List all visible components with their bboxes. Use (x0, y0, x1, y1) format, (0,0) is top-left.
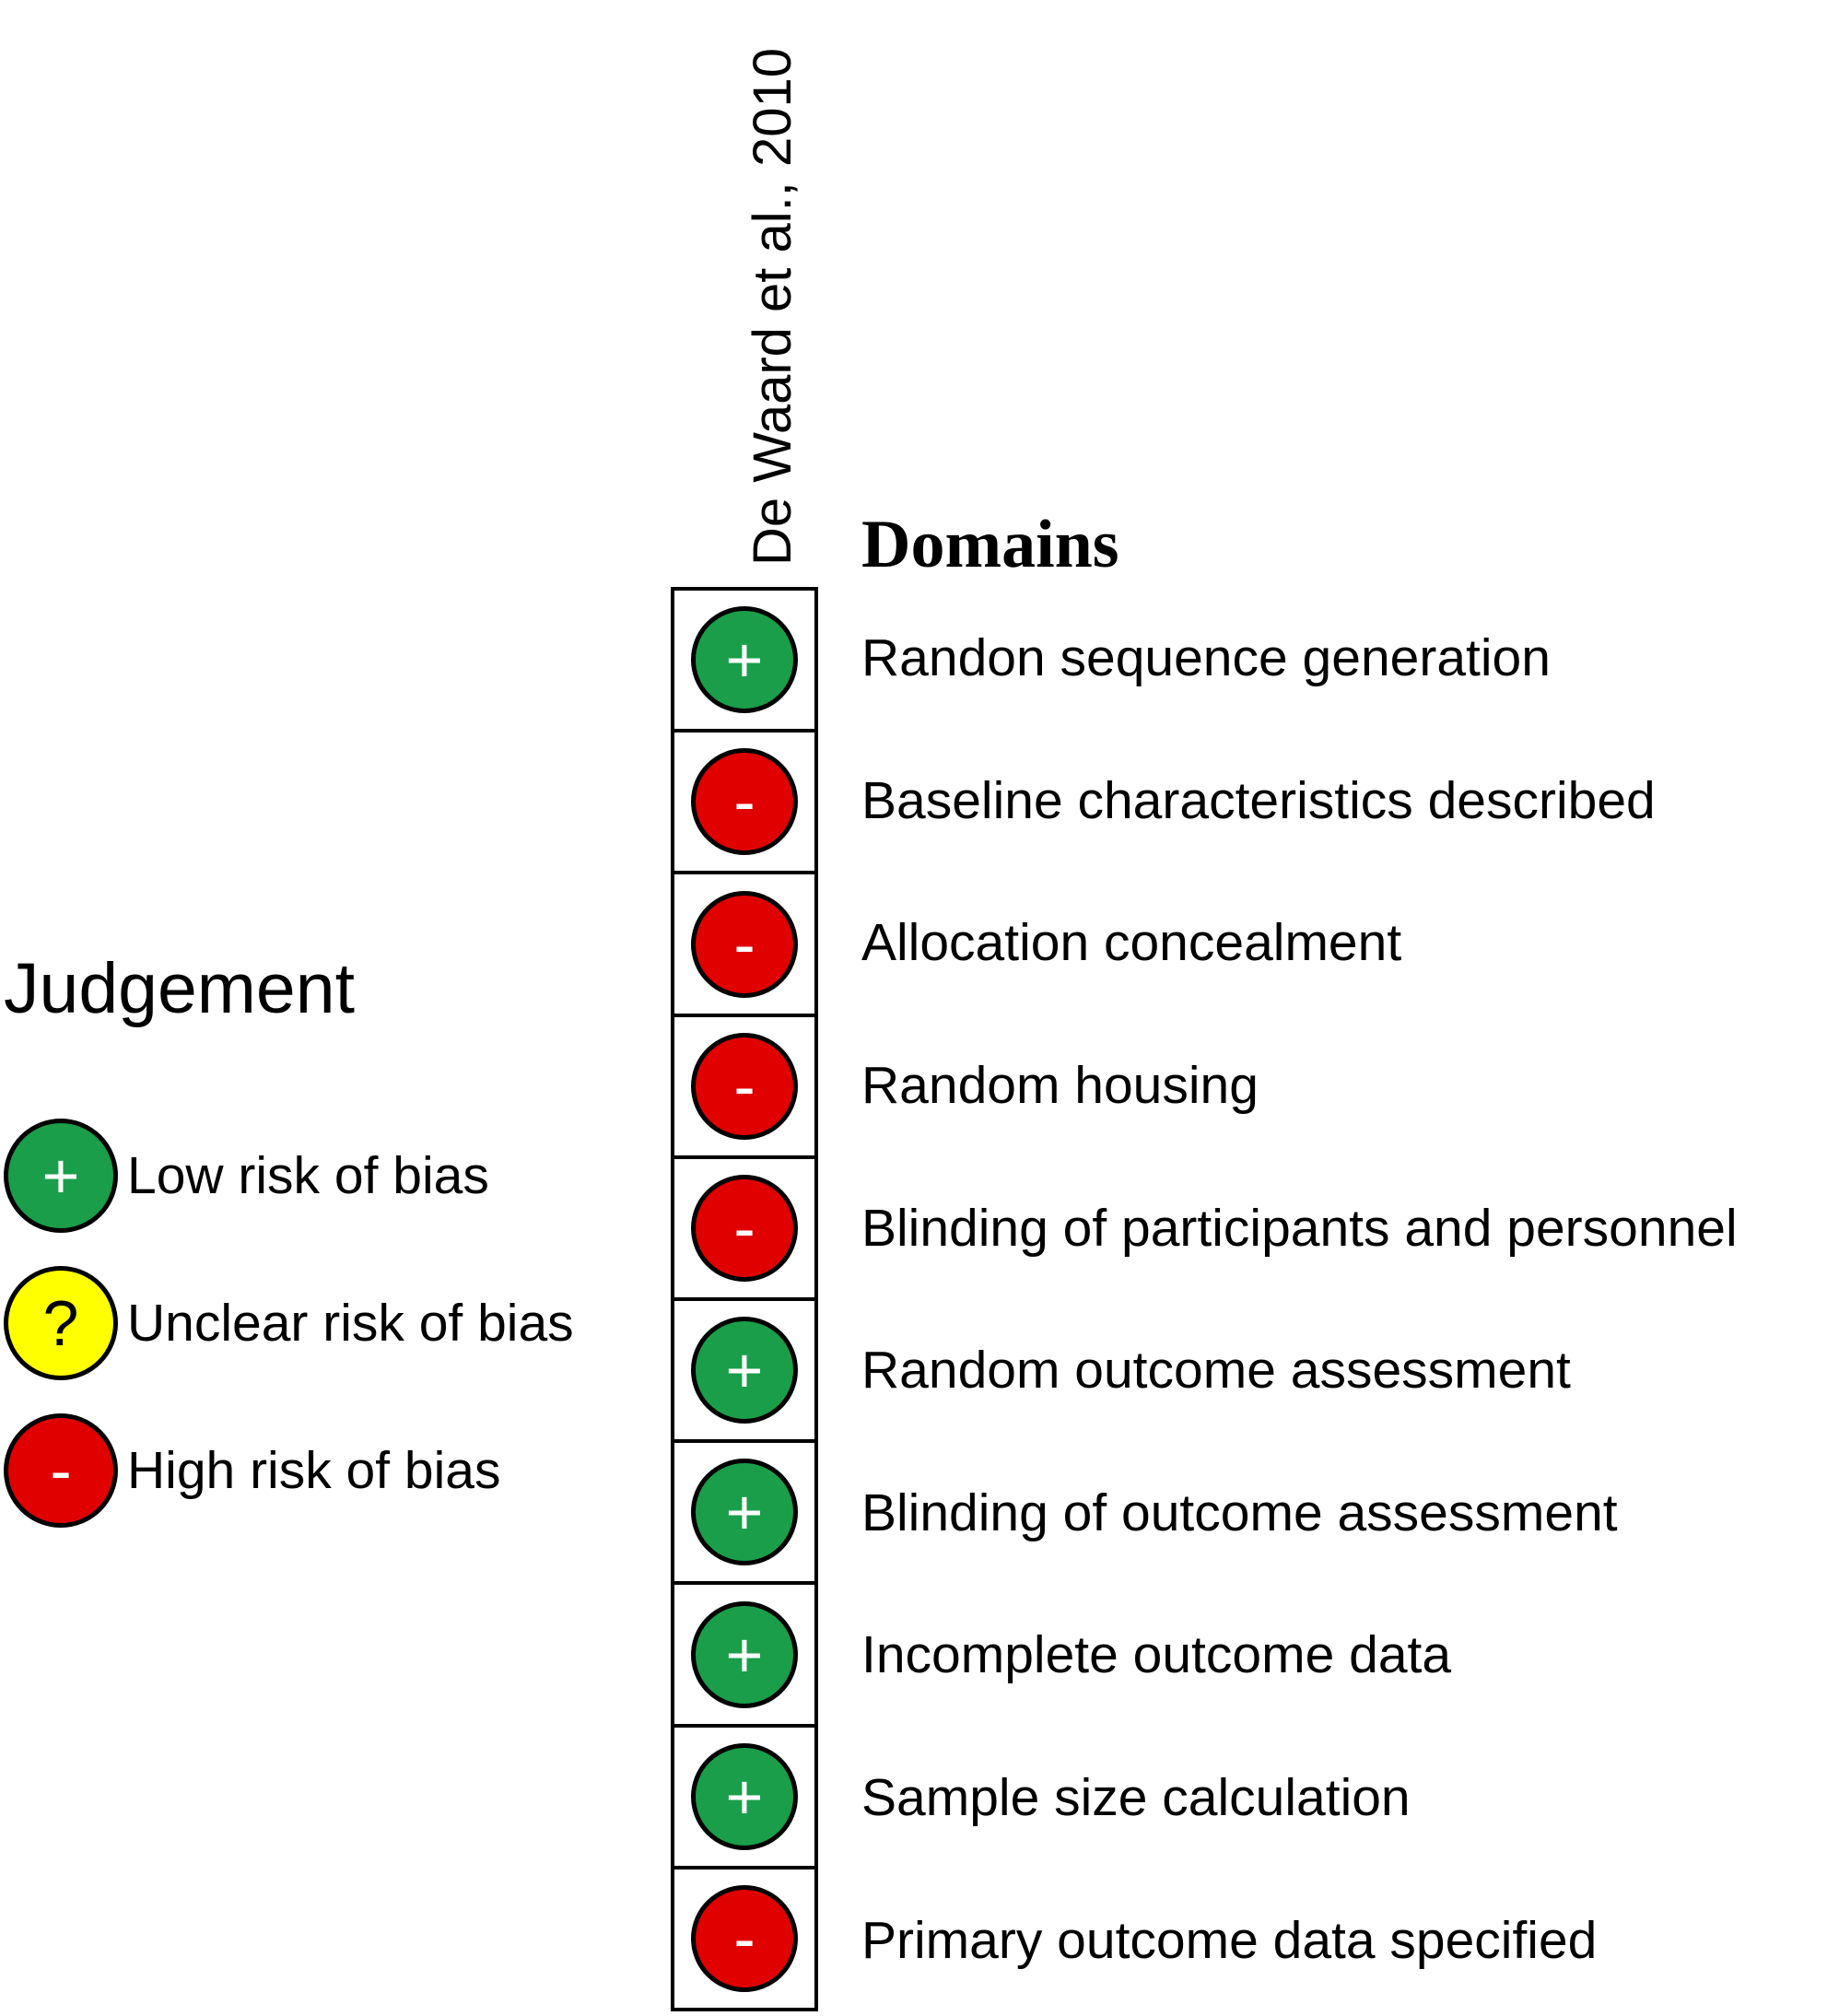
legend-item-unclear: ? Unclear risk of bias (4, 1249, 574, 1397)
grid-cell: - (674, 733, 814, 875)
legend-item-low: + Low risk of bias (4, 1102, 574, 1249)
domains-title: Domains (861, 507, 1119, 582)
grid-cell: + (674, 591, 814, 733)
legend-circle: - (4, 1413, 118, 1528)
legend-label: Unclear risk of bias (127, 1294, 574, 1353)
judgement-circle: + (691, 1317, 798, 1424)
grid-cell: + (674, 1443, 814, 1586)
study-label: De Waard et al., 2010 (743, 47, 802, 566)
grid-cell: - (674, 1159, 814, 1302)
domain-label: Primary outcome data specified (861, 1910, 1598, 1970)
legend-label: Low risk of bias (127, 1146, 489, 1205)
judgement-circle: - (691, 1884, 798, 1992)
judgement-circle: - (691, 1032, 798, 1140)
domain-label: Random outcome assessment (861, 1341, 1571, 1401)
grid-cell: - (674, 1869, 814, 2008)
domain-list: Randon sequence generation Baseline char… (861, 587, 1820, 2011)
grid-cell: + (674, 1301, 814, 1444)
domain-label: Incomplete outcome data (861, 1625, 1452, 1685)
legend-circle: ? (4, 1266, 118, 1380)
domain-label: Allocation concealment (861, 913, 1402, 973)
domain-label: Sample size calculation (861, 1768, 1411, 1828)
judgement-circle: + (691, 1600, 798, 1708)
grid-cell: + (674, 1585, 814, 1728)
grid-cell: - (674, 1017, 814, 1159)
judgement-circle: - (691, 1174, 798, 1282)
grid-cell: - (674, 874, 814, 1017)
judgement-circle: - (691, 890, 798, 998)
legend-circle: + (4, 1119, 118, 1233)
legend-title: Judgement (4, 949, 355, 1028)
judgement-grid: + - - - - + + + + - (671, 587, 818, 2011)
judgement-circle: + (691, 1459, 798, 1566)
judgement-circle: - (691, 748, 798, 856)
domain-label: Baseline characteristics described (861, 770, 1656, 830)
legend: + Low risk of bias ? Unclear risk of bia… (4, 1102, 574, 1544)
legend-label: High risk of bias (127, 1441, 501, 1500)
domain-label: Blinding of participants and personnel (861, 1198, 1738, 1258)
grid-cell: + (674, 1728, 814, 1869)
judgement-circle: + (691, 606, 798, 714)
domain-label: Randon sequence generation (861, 628, 1551, 688)
legend-item-high: - High risk of bias (4, 1397, 574, 1544)
domain-label: Random housing (861, 1056, 1259, 1116)
domain-label: Blinding of outcome assessment (861, 1483, 1618, 1542)
judgement-circle: + (691, 1742, 798, 1850)
